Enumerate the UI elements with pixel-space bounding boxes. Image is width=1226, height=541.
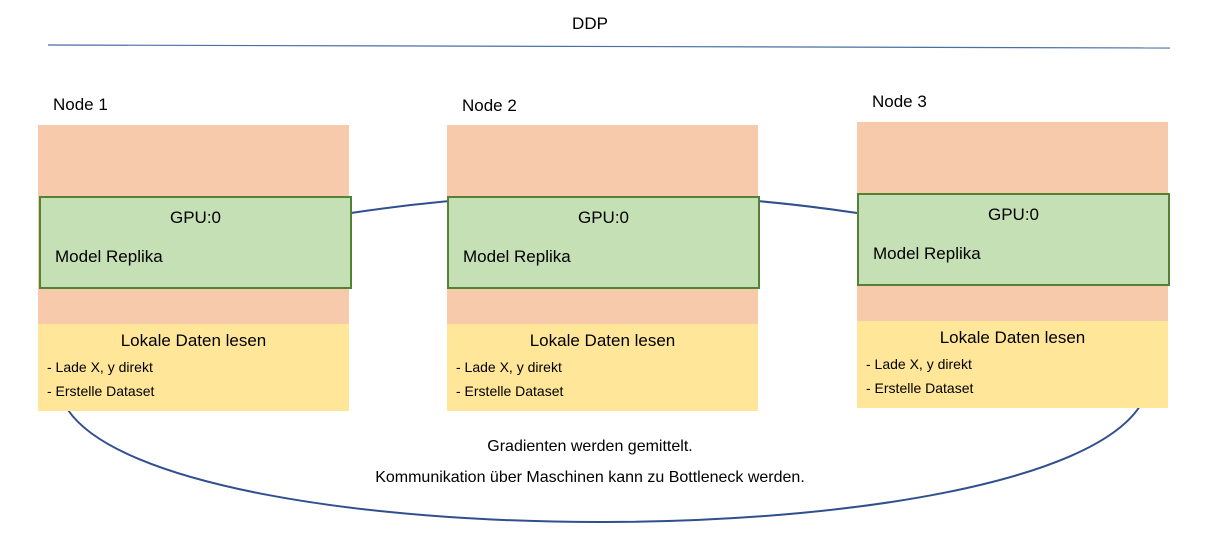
node-2-model-label: Model Replika <box>463 247 571 266</box>
node-1-gpu-title: GPU:0 <box>169 208 222 227</box>
node-1-data-box: Lokale Daten lesen - Lade X, y direkt - … <box>38 324 349 411</box>
node-3-data-item: - Erstelle Dataset <box>866 380 974 396</box>
node-1-gpu-box: GPU:0 Model Replika <box>39 196 352 289</box>
node-2-gpu-title: GPU:0 <box>577 208 630 227</box>
title-rule <box>47 44 1171 49</box>
caption-bottleneck: Kommunikation über Maschinen kann zu Bot… <box>375 469 805 486</box>
node-1-model-label: Model Replika <box>55 247 163 266</box>
node-2-gpu-box: GPU:0 Model Replika <box>447 196 760 289</box>
node-3-model-label: Model Replika <box>873 244 981 263</box>
node-2-data-title: Lokale Daten lesen <box>529 331 676 350</box>
node-3-data-item: - Lade X, y direkt <box>866 356 972 372</box>
node-1-data-title: Lokale Daten lesen <box>120 331 267 350</box>
node-1-data-item: - Erstelle Dataset <box>47 383 155 399</box>
node-3-gpu-title: GPU:0 <box>987 205 1040 224</box>
node-1-data-item: - Lade X, y direkt <box>47 359 153 375</box>
node-3-data-box: Lokale Daten lesen - Lade X, y direkt - … <box>857 321 1168 408</box>
node-3-gpu-box: GPU:0 Model Replika <box>857 193 1170 286</box>
node-2-data-item: - Lade X, y direkt <box>456 359 562 375</box>
node-2-data-box: Lokale Daten lesen - Lade X, y direkt - … <box>447 324 758 411</box>
node-2-label: Node 2 <box>462 96 517 115</box>
caption-gradients: Gradienten werden gemittelt. <box>487 438 693 455</box>
node-2-data-item: - Erstelle Dataset <box>456 383 564 399</box>
gradient-sync-arc <box>67 405 1141 523</box>
node-3-label: Node 3 <box>872 92 927 111</box>
node-3-data-title: Lokale Daten lesen <box>939 328 1086 347</box>
diagram-title: DDP <box>572 14 608 33</box>
node-1-label: Node 1 <box>53 95 108 114</box>
